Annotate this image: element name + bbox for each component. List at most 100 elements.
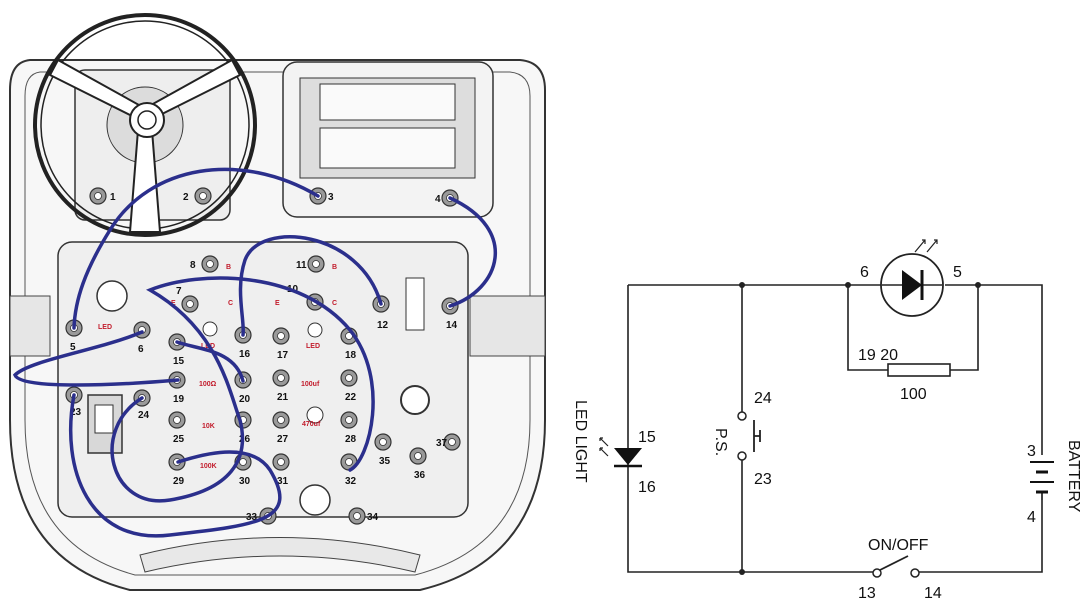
component-label-13: 470uf [302,421,321,428]
component-label-7: E [275,300,280,307]
right-rail [469,295,546,357]
pushswitch-symbol [737,411,761,461]
wire-6-loop [12,330,180,387]
terminal-label-29: 29 [173,476,185,487]
battery-cell-1 [319,83,456,121]
component-label-0: LED [98,324,112,331]
terminal-label-27: 27 [277,434,289,445]
terminal-label-20: 20 [239,394,251,405]
terminal-label-18: 18 [345,350,357,361]
junction-dots [739,282,981,575]
terminal-label-14: 14 [446,320,458,331]
battery-pin-4: 4 [1027,509,1036,526]
led-socket [96,280,128,312]
speaker-socket [299,484,331,516]
terminal-label-11: 11 [296,260,307,271]
terminal-label-21: 21 [277,392,289,403]
terminal-label-37: 37 [436,438,448,449]
terminal-7: 7 [176,286,199,313]
terminal-label-2: 2 [183,192,189,203]
fan-hub-center [137,110,157,130]
component-label-8: C [332,300,337,307]
terminal-11: 11 [296,255,325,273]
terminal-label-1: 1 [110,192,116,203]
terminal-label-32: 32 [345,476,357,487]
component-label-5: E [171,300,176,307]
pushswitch-pin-23: 23 [754,471,772,488]
terminal-label-17: 17 [277,350,289,361]
terminal-25: 25 [168,411,186,445]
component-label-3: B [226,264,231,271]
onoff-pin-14: 14 [924,585,942,602]
terminal-label-5: 5 [70,342,76,353]
wire-4-14 [448,196,497,308]
terminal-label-19: 19 [173,394,185,405]
wire-12-16 [238,235,383,337]
terminal-17: 17 [272,327,290,361]
wire-15-20 [175,340,245,383]
battery-pin-3: 3 [1027,443,1036,460]
terminal-label-30: 30 [239,476,251,487]
terminal-34: 34 [348,507,379,525]
terminal-36: 36 [409,447,427,481]
small-led-socket [202,321,218,337]
onoff-pin-13: 13 [858,585,876,602]
resistor-value: 100 [900,386,927,403]
terminal-label-35: 35 [379,456,391,467]
pushswitch-pin-24: 24 [754,390,772,407]
terminal-label-4: 4 [435,194,441,205]
onoff-switch-symbol [872,555,920,578]
terminal-31: 31 [272,453,290,487]
terminal-label-31: 31 [277,476,289,487]
terminal-label-26: 26 [239,434,251,445]
fan-ring [33,13,257,237]
board-handle [139,537,421,573]
cap-socket [306,406,324,424]
terminal-8: 8 [190,255,219,273]
terminal-label-6: 6 [138,344,144,355]
terminal-21: 21 [272,369,290,403]
terminal-label-34: 34 [367,512,379,523]
terminal-label-8: 8 [190,260,196,271]
small-led-socket-2 [307,322,323,338]
wires [12,167,497,538]
terminal-label-3: 3 [328,192,334,203]
terminal-label-28: 28 [345,434,357,445]
led-pin-6: 6 [860,264,869,281]
terminal-label-25: 25 [173,434,185,445]
board-inner-outline [24,71,531,576]
fan-blades [48,58,242,233]
terminal-37: 37 [436,433,461,451]
jumper-block [405,277,425,331]
terminal-1: 1 [89,187,116,205]
component-label-2: LED [306,343,320,350]
terminal-27: 27 [272,411,290,445]
onoff-label: ON/OFF [868,537,929,554]
component-label-10: 10K [202,423,215,430]
component-label-4: B [332,264,337,271]
wire-24-loop [110,276,375,503]
led-light-label: LED LIGHT [572,400,589,483]
component-label-11: 100K [200,463,217,470]
wire-3-5 [72,167,320,330]
terminal-label-23: 23 [70,407,82,418]
component-label-6: C [228,300,233,307]
pushswitch-label: P.S. [712,428,729,456]
battery-label: BATTERY [1065,440,1082,513]
led-pin-5: 5 [953,264,962,281]
resistor-symbol [887,363,951,377]
terminal-22: 22 [340,369,358,403]
battery-cell-2 [319,127,456,169]
knob [400,385,430,415]
led-light-pin-15: 15 [638,429,656,446]
terminal-label-7: 7 [176,286,182,297]
terminal-28: 28 [340,411,358,445]
left-rail [9,295,51,357]
terminal-label-16: 16 [239,349,251,360]
resistor-pins: 19 20 [858,347,898,364]
terminal-label-33: 33 [246,512,258,523]
led-light-symbol [599,437,642,468]
